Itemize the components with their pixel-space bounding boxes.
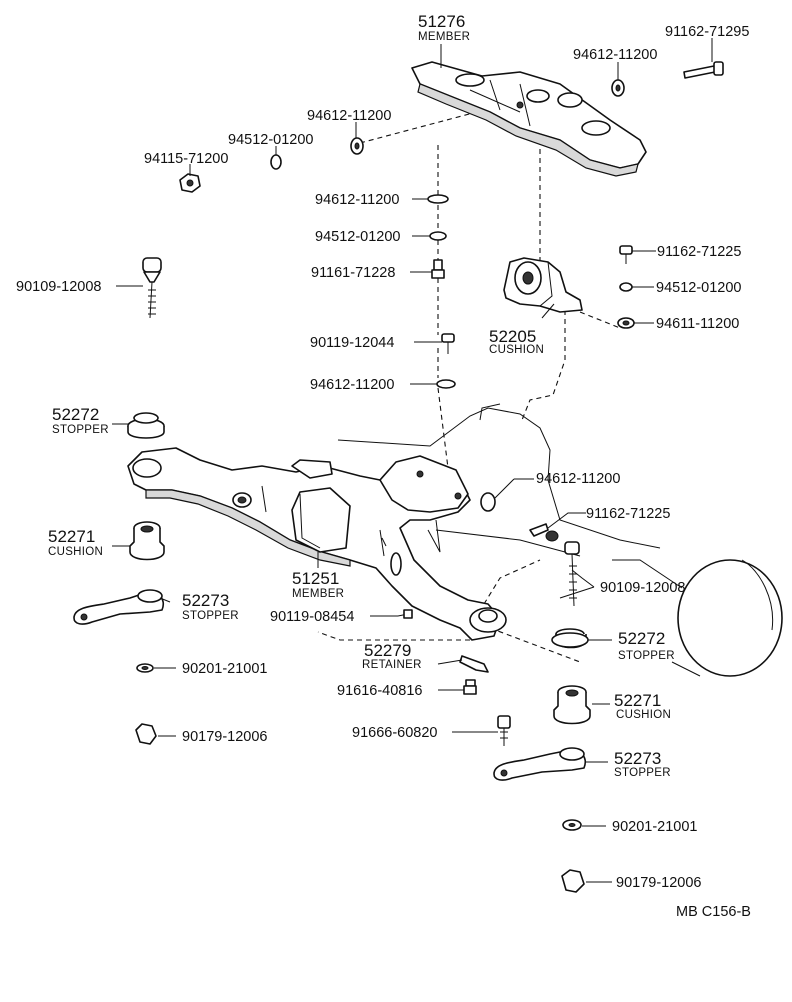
stopper-52272-right-shape xyxy=(551,628,589,649)
cushion-52271-right-shape xyxy=(553,685,591,725)
label-91616-40816: 91616-40816 xyxy=(337,683,422,699)
stopper-52273-left-shape xyxy=(73,589,164,625)
label-90119-08454: 90119-08454 xyxy=(270,609,354,625)
label-90119-12044: 90119-12044 xyxy=(310,335,394,351)
label-94612-11200-top: 94612-11200 xyxy=(573,47,657,63)
label-91162-71225-upper: 91162-71225 xyxy=(657,244,741,260)
label-90109-12008-left: 90109-12008 xyxy=(16,279,101,295)
label-90109-12008-right: 90109-12008 xyxy=(600,580,685,596)
label-90179-12006-right: 90179-12006 xyxy=(616,875,701,891)
member-51276-number: 51276 xyxy=(418,12,465,31)
cushion-52205-number: 52205 xyxy=(489,327,536,346)
member-51251-number: 51251 xyxy=(292,569,339,588)
hardware-parts xyxy=(135,61,724,893)
retainer-52279-name: RETAINER xyxy=(362,659,422,671)
label-94611-11200: 94611-11200 xyxy=(656,316,739,332)
label-94512-01200-right: 94512-01200 xyxy=(656,280,741,296)
cushion-52271-right-number: 52271 xyxy=(614,691,661,710)
cushion-52271-left-name: CUSHION xyxy=(48,546,103,558)
cushion-52271-left-number: 52271 xyxy=(48,527,95,546)
stopper-52273-left-name: STOPPER xyxy=(182,610,239,622)
label-91162-71295: 91162-71295 xyxy=(665,24,749,40)
label-90179-12006-left: 90179-12006 xyxy=(182,729,267,745)
lower-member-51251 xyxy=(127,403,661,641)
member-51251-name: MEMBER xyxy=(292,588,344,600)
label-94512-01200-upper: 94512-01200 xyxy=(228,132,313,148)
stopper-52272-left-name: STOPPER xyxy=(52,424,109,436)
stopper-52273-left-number: 52273 xyxy=(182,591,229,610)
label-94612-11200-right: 94612-11200 xyxy=(536,471,620,487)
retainer-52279-number: 52279 xyxy=(364,641,411,660)
part-labels: 51276 MEMBER 91162-71295 94612-11200 946… xyxy=(16,12,751,920)
label-91161-71228: 91161-71228 xyxy=(311,265,395,281)
stopper-52273-right-shape xyxy=(493,747,586,781)
upper-member-51276 xyxy=(411,61,647,177)
differential-housing xyxy=(612,559,783,677)
leader-lines xyxy=(112,38,713,883)
label-94512-01200-mid: 94512-01200 xyxy=(315,229,400,245)
label-91666-60820: 91666-60820 xyxy=(352,725,437,741)
label-94612-11200-lower: 94612-11200 xyxy=(310,377,394,393)
stopper-52272-left-shape xyxy=(127,412,165,439)
label-94612-11200-upper: 94612-11200 xyxy=(307,108,391,124)
member-51276-name: MEMBER xyxy=(418,31,470,43)
label-90201-21001-right: 90201-21001 xyxy=(612,819,697,835)
label-90201-21001-left: 90201-21001 xyxy=(182,661,267,677)
cushion-52271-right-name: CUSHION xyxy=(616,709,671,721)
label-91162-71225-lower: 91162-71225 xyxy=(586,506,670,522)
stopper-52272-right-name: STOPPER xyxy=(618,650,675,662)
stopper-52272-right-number: 52272 xyxy=(618,629,665,648)
label-94612-11200-mid: 94612-11200 xyxy=(315,192,399,208)
stopper-52273-right-number: 52273 xyxy=(614,749,661,768)
cushion-52271-left-shape xyxy=(129,521,165,561)
diagram-code: MB C156-B xyxy=(676,904,751,920)
label-94115-71200: 94115-71200 xyxy=(144,151,228,167)
stopper-52272-left-number: 52272 xyxy=(52,405,99,424)
stopper-52273-right-name: STOPPER xyxy=(614,767,671,779)
cushion-52205 xyxy=(503,257,583,313)
cushion-52205-name: CUSHION xyxy=(489,344,544,356)
